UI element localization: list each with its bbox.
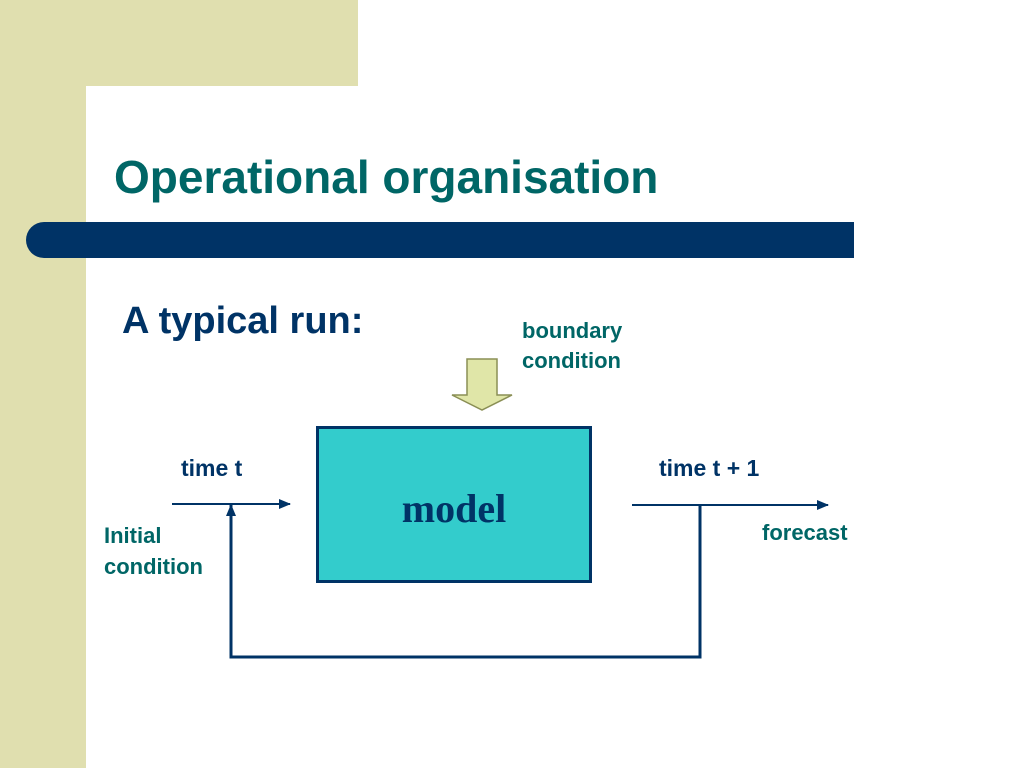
- slide-title: Operational organisation: [114, 151, 659, 203]
- model-label: model: [401, 486, 507, 531]
- side-decor-band: [0, 0, 86, 768]
- initial-label-line1: Initial: [104, 523, 162, 548]
- input-time-label: time t: [181, 455, 243, 481]
- boundary-condition-label: boundary condition: [522, 316, 622, 376]
- boundary-down-arrow: [451, 358, 513, 411]
- feedback-loop-line: [226, 504, 702, 659]
- boundary-label-line1: boundary: [522, 318, 623, 343]
- content-panel-corner: [86, 86, 206, 206]
- forecast-label: forecast: [762, 520, 848, 545]
- title-underline-bar: [26, 222, 854, 258]
- slide-subtitle: A typical run:: [122, 300, 364, 342]
- initial-label-line2: condition: [104, 554, 203, 579]
- output-time-label: time t + 1: [659, 455, 760, 481]
- top-decor-band: [0, 0, 358, 86]
- initial-condition-label: Initial condition: [104, 520, 203, 582]
- model-box: model: [316, 426, 592, 583]
- boundary-label-line2: condition: [522, 348, 621, 373]
